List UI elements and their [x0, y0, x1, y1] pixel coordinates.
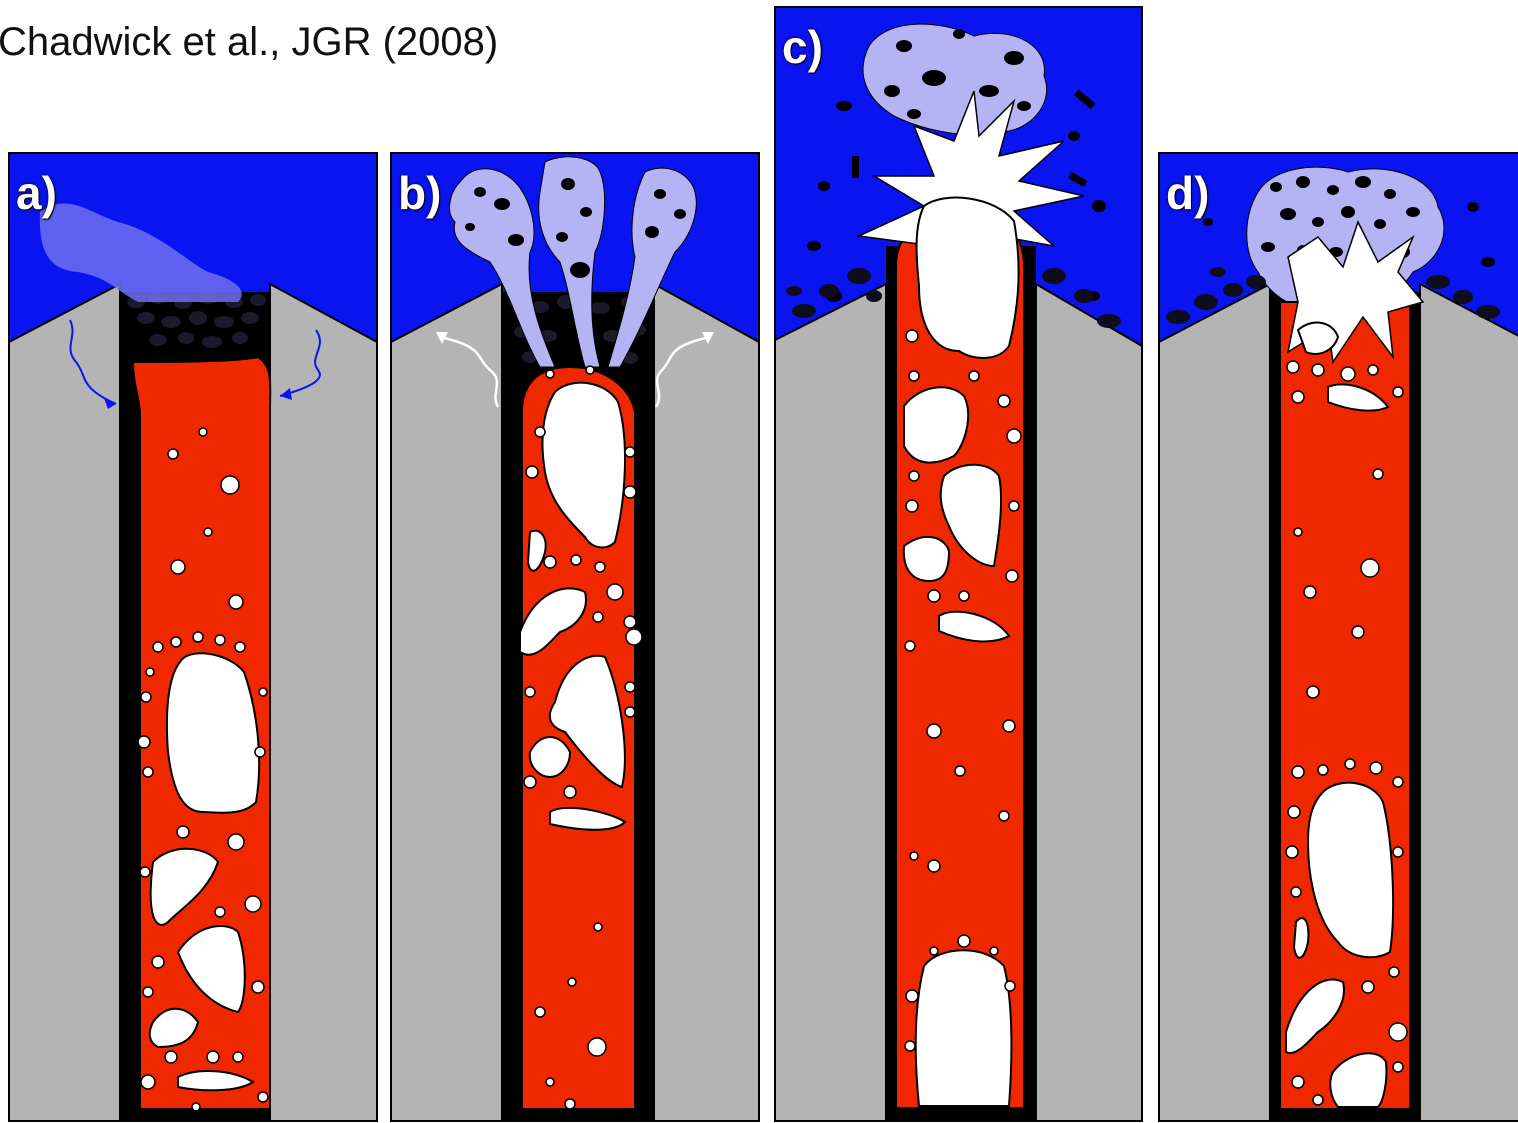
right-rock-wall [1419, 282, 1518, 1122]
gas-pocket [902, 536, 951, 583]
gas-pocket [549, 806, 627, 831]
gas-pocket [914, 949, 1013, 1107]
panel-d: d) [1158, 152, 1518, 1122]
panel-a-label: a) [16, 167, 57, 219]
gas-pocket [1296, 321, 1340, 355]
right-rock-wall [1035, 282, 1143, 1122]
panel-a: a) [8, 152, 378, 1122]
arrow-heads [436, 332, 714, 344]
panel-c-diagram [774, 6, 1143, 1122]
gas-bubbles [1285, 360, 1408, 1106]
gas-bubbles [523, 365, 643, 1110]
clasts [807, 29, 1106, 302]
gas-pocket [1292, 917, 1310, 959]
gas-pocket [939, 463, 1003, 568]
gas-pocket [1329, 1052, 1388, 1108]
gas-pocket [548, 654, 626, 789]
gas-pocket [1306, 781, 1395, 959]
right-rock-wall [269, 282, 378, 1122]
gas-bubbles [137, 427, 269, 1112]
gas-pocket [903, 386, 970, 464]
panel-d-diagram [1158, 152, 1518, 1122]
gas-pocket [165, 652, 261, 814]
gas-bubbles [904, 329, 1022, 1052]
citation-text: Chadwick et al., JGR (2008) [0, 20, 499, 64]
gas-pocket [938, 610, 1011, 643]
gas-pocket [176, 925, 246, 1014]
clasts [465, 178, 686, 278]
gas-pocket [1285, 978, 1345, 1054]
panel-d-label: d) [1166, 167, 1210, 219]
left-rock-wall [8, 282, 121, 1122]
arrow-heads [104, 388, 292, 409]
eruption-plume [862, 23, 1048, 136]
right-rock-wall [653, 282, 760, 1122]
heat-flow-arrows [69, 319, 321, 405]
panel-b-label: b) [398, 167, 442, 219]
gas-pocket [915, 196, 1020, 359]
panel-b: b) [390, 152, 760, 1122]
gas-pocket [528, 736, 572, 779]
gas-pocket [177, 1070, 255, 1092]
panel-b-diagram [390, 152, 760, 1122]
magma-column [1279, 301, 1411, 1110]
gas-pocket [148, 1007, 200, 1049]
diffuse-plume [39, 203, 242, 302]
rubble-cap [1166, 267, 1500, 324]
left-rock-wall [1158, 282, 1271, 1122]
rubble-cap [786, 268, 1121, 328]
heat-flow-arrows [439, 335, 711, 408]
left-rock-wall [390, 282, 503, 1122]
panel-a-diagram [8, 152, 378, 1122]
gas-pocket [526, 529, 547, 572]
gas-pocket [541, 381, 627, 549]
panel-c-label: c) [782, 21, 823, 73]
gas-pocket [149, 847, 220, 926]
left-rock-wall [774, 282, 887, 1122]
gas-pocket [1327, 383, 1390, 412]
gas-pocket [519, 587, 587, 656]
panel-c: c) [774, 6, 1144, 1122]
